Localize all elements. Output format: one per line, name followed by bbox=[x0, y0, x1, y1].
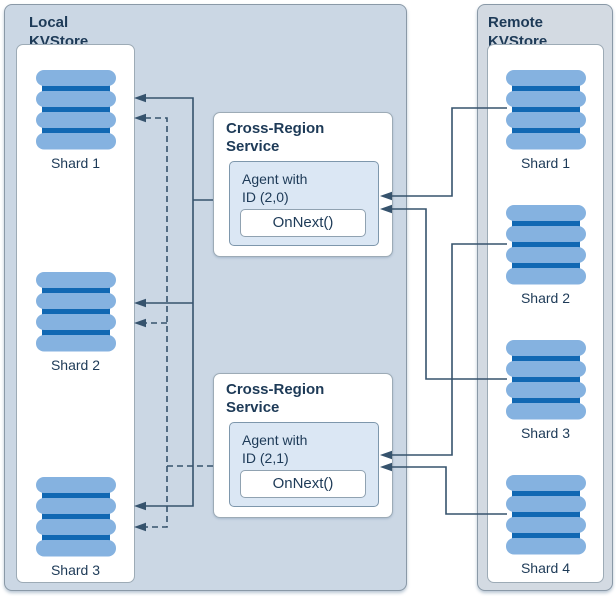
local-shard-1: Shard 1 bbox=[17, 70, 134, 172]
shard-label: Shard 1 bbox=[50, 155, 101, 171]
shard-label: Shard 2 bbox=[520, 290, 571, 306]
remote-shard-3: Shard 3 bbox=[488, 340, 603, 442]
remote-shard-2: Shard 2 bbox=[488, 205, 603, 307]
cross-region-service-2: Cross-Region Service Agent with ID (2,1)… bbox=[213, 373, 393, 518]
service-1-title-line1: Cross-Region bbox=[226, 120, 325, 137]
local-shard-2: Shard 2 bbox=[17, 272, 134, 374]
shard-label: Shard 1 bbox=[520, 155, 571, 171]
agent-2-0-label-line2: ID (2,0) bbox=[242, 189, 289, 205]
agent-2-1-label-line1: Agent with bbox=[242, 432, 308, 448]
remote-shards-container: Shard 1 Shard 2 Shard 3 Shard 4 bbox=[487, 44, 604, 583]
shard-label: Shard 3 bbox=[520, 425, 571, 441]
database-icon bbox=[36, 70, 116, 150]
remote-shard-1: Shard 1 bbox=[488, 70, 603, 172]
agent-2-0-label-line1: Agent with bbox=[242, 171, 308, 187]
agent-2-1-label-line2: ID (2,1) bbox=[242, 450, 289, 466]
agent-2-1-box: Agent with ID (2,1) OnNext() bbox=[229, 422, 379, 507]
service-1-title: Cross-Region Service bbox=[226, 120, 324, 156]
onnext-button-1[interactable]: OnNext() bbox=[240, 209, 366, 237]
agent-2-0-box: Agent with ID (2,0) OnNext() bbox=[229, 161, 379, 246]
database-icon bbox=[36, 477, 116, 557]
service-2-title-line1: Cross-Region bbox=[226, 381, 325, 398]
database-icon bbox=[506, 70, 586, 150]
database-icon bbox=[506, 340, 586, 420]
remote-title-line1: Remote bbox=[488, 14, 544, 31]
remote-kvstore-panel: Remote KVStore Shard 1 Shard 2 Shard 3 S… bbox=[477, 4, 613, 591]
database-icon bbox=[36, 272, 116, 352]
local-shards-container: Shard 1 Shard 2 Shard 3 bbox=[16, 44, 135, 583]
local-shard-3: Shard 3 bbox=[17, 477, 134, 579]
shard-label: Shard 4 bbox=[520, 560, 571, 576]
local-title-line1: Local bbox=[29, 14, 69, 31]
service-2-title: Cross-Region Service bbox=[226, 381, 324, 417]
service-2-title-line2: Service bbox=[226, 399, 280, 416]
service-1-title-line2: Service bbox=[226, 138, 280, 155]
onnext-button-2[interactable]: OnNext() bbox=[240, 470, 366, 498]
database-icon bbox=[506, 205, 586, 285]
shard-label: Shard 2 bbox=[50, 357, 101, 373]
database-icon bbox=[506, 475, 586, 555]
agent-2-1-label: Agent with ID (2,1) bbox=[242, 431, 307, 467]
remote-shard-4: Shard 4 bbox=[488, 475, 603, 577]
cross-region-service-1: Cross-Region Service Agent with ID (2,0)… bbox=[213, 112, 393, 257]
shard-label: Shard 3 bbox=[50, 562, 101, 578]
agent-2-0-label: Agent with ID (2,0) bbox=[242, 170, 307, 206]
